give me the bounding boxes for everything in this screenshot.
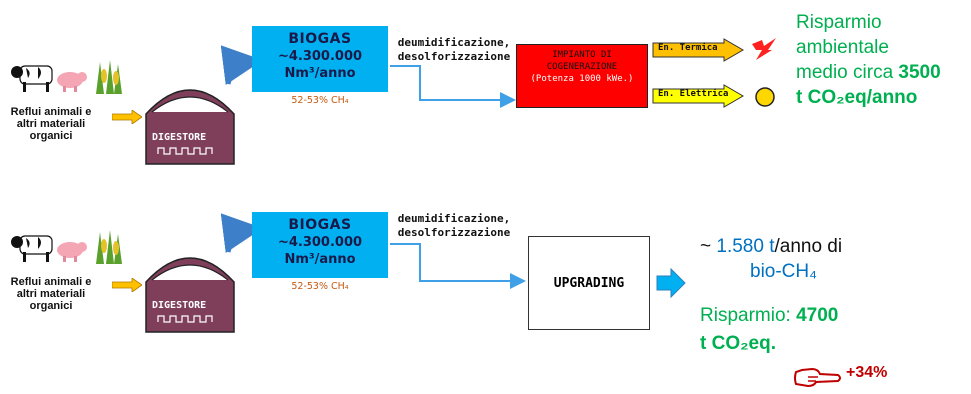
animals-icon xyxy=(11,60,122,94)
digester-to-biogas-arrow-2 xyxy=(220,213,263,253)
feed-arrow-2 xyxy=(112,278,142,292)
methane-content-1: 52-53% CH₄ xyxy=(291,95,349,106)
feedstock-label: Reflui animali e altri materiali organic… xyxy=(10,276,92,312)
saving-unit-1: t CO₂eq/anno xyxy=(796,87,918,108)
lightning-icon xyxy=(752,38,776,60)
animals-icon-2 xyxy=(11,230,122,264)
pig-icon xyxy=(57,242,87,262)
biogas-volume: ~4.300.000 xyxy=(277,235,363,250)
electric-energy-arrow: En. Elettrica xyxy=(652,84,744,108)
cow-icon xyxy=(11,235,53,262)
corn-icon xyxy=(96,60,122,94)
methane-content-2: 52-53% CH₄ xyxy=(291,281,349,292)
biogas-volume: ~4.300.000 xyxy=(277,49,363,64)
treatment-label-1: deumidificazione, desolforizzazione xyxy=(397,36,511,63)
biomethane-output: ~ 1.580 t/anno di bio-CH₄ xyxy=(700,234,900,284)
biogas-to-upgrading-arrow xyxy=(390,243,526,289)
upgrading-output-arrow xyxy=(656,268,686,298)
digester-to-biogas-arrow xyxy=(220,45,263,85)
saving-value-2: 4700 xyxy=(796,305,839,326)
saving-unit-2: t CO₂eq. xyxy=(700,333,776,354)
biogas-unit: Nm³/anno xyxy=(284,66,356,81)
increase-percentage: +34% xyxy=(846,364,888,381)
biogas-title: BIOGAS xyxy=(288,217,352,233)
feed-arrow-1 xyxy=(112,110,142,124)
feedstock-group-2: Reflui animali e altri materiali organic… xyxy=(8,228,128,318)
biogas-to-cogeneration-arrow xyxy=(390,65,516,108)
feedstock-group-1: Reflui animali e altri materiali organic… xyxy=(8,58,128,148)
biogas-title: BIOGAS xyxy=(288,31,352,47)
upgrading-box: UPGRADING xyxy=(528,236,650,330)
pointing-hand-icon xyxy=(794,367,841,388)
cogeneration-plant-box: IMPIANTO DI COGENERAZIONE (Potenza 1000 … xyxy=(516,44,648,108)
biomethane-amount: 1.580 t xyxy=(716,236,775,257)
pig-icon xyxy=(57,72,87,92)
digester-label: DIGESTORE xyxy=(152,132,207,143)
environmental-saving-1: Risparmio ambientale medio circa 3500 t … xyxy=(796,10,968,110)
environmental-saving-2: Risparmio: 4700 t CO₂eq. xyxy=(700,302,900,358)
electric-energy-label: En. Elettrica xyxy=(658,89,729,99)
feedstock-label: Reflui animali e altri materiali organic… xyxy=(10,106,92,142)
biogas-box-2: BIOGAS ~4.300.000 Nm³/anno xyxy=(252,212,388,278)
sun-icon xyxy=(755,87,775,107)
digester-2: DIGESTORE xyxy=(144,242,236,334)
thermal-energy-arrow: En. Termica xyxy=(652,38,744,62)
digester-1: DIGESTORE xyxy=(144,74,236,166)
thermal-energy-label: En. Termica xyxy=(658,43,718,53)
cow-icon xyxy=(11,65,53,92)
biogas-box-1: BIOGAS ~4.300.000 Nm³/anno xyxy=(252,26,388,92)
biogas-unit: Nm³/anno xyxy=(284,252,356,267)
digester-label: DIGESTORE xyxy=(152,300,207,311)
treatment-label-2: deumidificazione, desolforizzazione xyxy=(397,212,511,239)
saving-value-1: 3500 xyxy=(898,62,941,83)
corn-icon xyxy=(96,230,122,264)
biomethane-product: bio-CH₄ xyxy=(750,261,817,282)
